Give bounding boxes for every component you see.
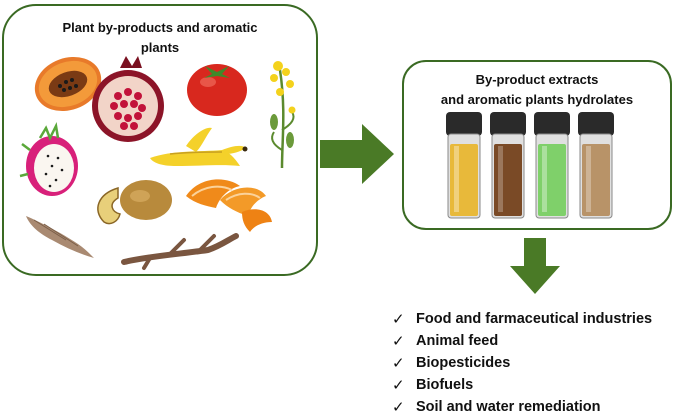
pomegranate-icon — [92, 56, 164, 142]
list-item: ✓Biofuels — [392, 376, 474, 394]
banana-peel-icon — [150, 127, 248, 166]
vial-yellow — [446, 112, 482, 219]
plant-byproducts-title: Plant by-products and aromatic plants — [62, 20, 258, 55]
list-item: ✓Animal feed — [392, 332, 499, 350]
check-icon: ✓ — [392, 376, 405, 394]
dragon-fruit-icon — [19, 122, 78, 196]
vial-brown — [490, 112, 526, 219]
root-icon — [26, 216, 94, 258]
arrow-down-icon — [510, 238, 560, 294]
vial-tan — [578, 112, 614, 219]
rapeseed-flower-icon — [270, 61, 296, 169]
check-icon: ✓ — [392, 310, 405, 328]
root-branch-icon — [121, 233, 239, 270]
check-icon: ✓ — [392, 332, 405, 350]
tomato-icon — [187, 64, 247, 116]
orange-peel-icon — [186, 179, 272, 232]
check-icon: ✓ — [392, 354, 405, 372]
extracts-title: By-product extracts and aromatic plants … — [440, 72, 634, 107]
papaya-icon — [34, 56, 102, 112]
potato-peel-icon — [97, 180, 172, 225]
arrow-right-icon — [320, 124, 394, 184]
list-item: ✓Biopesticides — [392, 354, 511, 372]
list-item: ✓Food and farmaceutical industries — [392, 310, 653, 328]
list-item: ✓Soil and water remediation — [392, 398, 601, 416]
check-icon: ✓ — [392, 398, 405, 416]
applications-list: ✓Food and farmaceutical industries ✓Anim… — [392, 308, 652, 418]
vial-green — [534, 112, 570, 219]
